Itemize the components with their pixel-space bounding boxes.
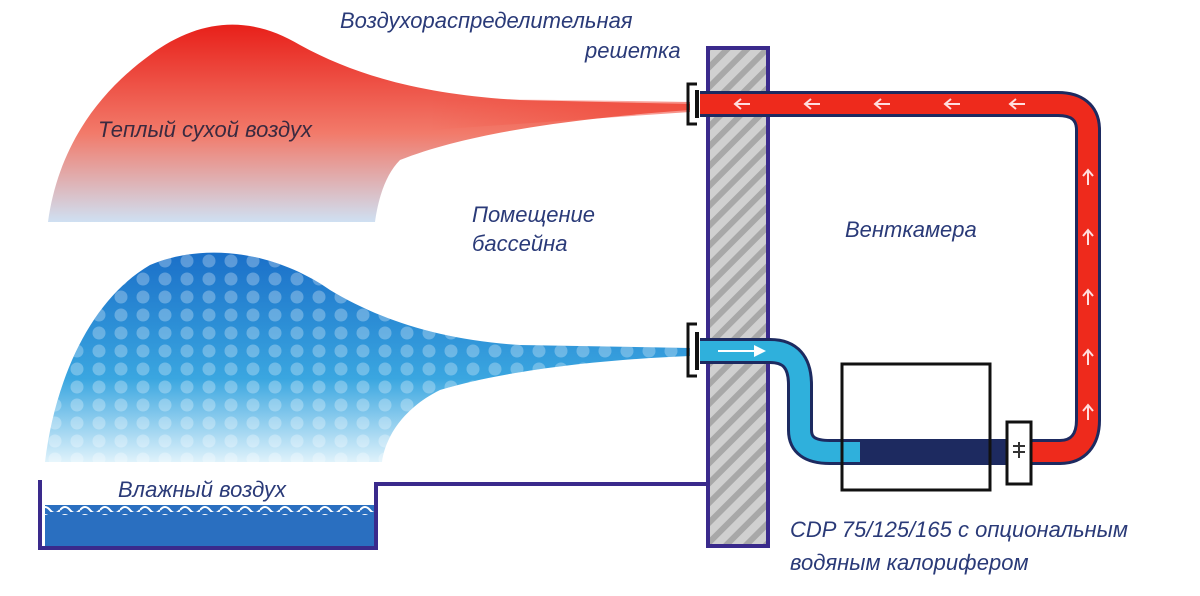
supply-air-duct bbox=[700, 91, 1101, 465]
arrow-icon bbox=[1008, 98, 1025, 110]
vent-chamber-label: Венткамера bbox=[845, 217, 977, 242]
grille-label-line2: решетка bbox=[585, 38, 681, 63]
arrow-icon bbox=[1082, 348, 1094, 365]
arrow-icon bbox=[873, 98, 890, 110]
arrow-icon bbox=[1082, 228, 1094, 245]
grille-icon bbox=[686, 322, 699, 378]
warm-dry-air-label: Теплый сухой воздух bbox=[98, 117, 312, 142]
grille-icon bbox=[686, 82, 699, 126]
humid-air-plume bbox=[45, 252, 690, 462]
arrow-icon bbox=[1082, 288, 1094, 305]
pool-room-label-line2: бассейна bbox=[472, 231, 568, 256]
humid-air-label: Влажный воздух bbox=[118, 477, 286, 502]
arrow-icon bbox=[733, 98, 750, 110]
building-wall bbox=[706, 46, 770, 548]
unit-label-line1: CDP 75/125/165 с опциональным bbox=[790, 517, 1128, 542]
grille-label-line1: Воздухораспределительная bbox=[340, 8, 633, 33]
water-heater-coil bbox=[1005, 420, 1033, 486]
pool-basin bbox=[38, 480, 710, 550]
dehumidifier-unit bbox=[840, 362, 1010, 492]
pool-room-label-line1: Помещение bbox=[472, 202, 596, 227]
pool-outline bbox=[38, 480, 710, 550]
arrow-icon bbox=[943, 98, 960, 110]
unit-label-line2: водяным калорифером bbox=[790, 550, 1029, 575]
arrow-icon bbox=[803, 98, 820, 110]
arrow-icon bbox=[1082, 168, 1094, 185]
warm-air-plume bbox=[48, 24, 690, 222]
arrow-icon bbox=[1082, 403, 1094, 420]
